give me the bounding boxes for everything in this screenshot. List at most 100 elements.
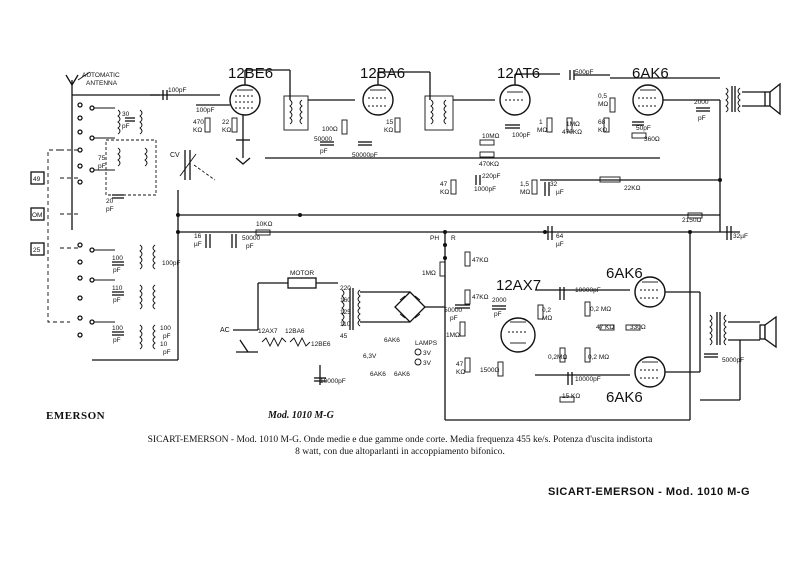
- tube-6ak6-top: 6AK6 0,5 MΩ 68 KΩ 50pF 360Ω 2000 pF: [598, 65, 720, 143]
- band-om-box: [30, 207, 45, 221]
- tube-6ak6-top-label: 6AK6: [632, 65, 669, 82]
- res-22k-b: 22KΩ: [624, 185, 641, 192]
- caption-line-2: 8 watt, con due altoparlanti in accoppia…: [295, 447, 505, 457]
- cap-50000pf-b: 50000pF: [352, 152, 378, 159]
- cap-16uf: 16: [194, 233, 202, 240]
- res-68k-unit: KΩ: [598, 127, 607, 134]
- cap-16uf-unit: µF: [194, 241, 202, 248]
- heater-63v: 6,3V: [363, 353, 377, 360]
- cap-500pf: 500pF: [575, 69, 593, 76]
- tube-12be6-label: 12BE6: [228, 65, 273, 82]
- cap-100pf-f-unit: pF: [113, 337, 121, 344]
- tap-160: 160: [340, 297, 351, 304]
- tube-6ak6-upper-pp: 6AK6: [606, 265, 700, 308]
- speaker-top-icon: [769, 82, 781, 116]
- cap-10pf: 10: [160, 341, 168, 348]
- antenna-label-line2: ANTENNA: [86, 80, 118, 87]
- heater-12ba6: 12BA6: [285, 328, 305, 335]
- rf-coil-group-lower: 100 pF 100pF 110 pF 100 pF 100 pF 10 pF: [92, 244, 180, 361]
- cap-75pf: 75: [98, 155, 106, 162]
- res-02m-a: 0,2: [542, 307, 551, 314]
- res-47k-b: 47KΩ: [472, 257, 489, 264]
- cap-2000pf-a-unit: pF: [698, 115, 706, 122]
- band-49-box: [30, 171, 45, 185]
- res-47k-a: 47: [440, 181, 448, 188]
- res-360ohm: 360Ω: [644, 136, 660, 143]
- res-330: 330Ω: [630, 324, 646, 331]
- junction-dots: [176, 178, 722, 234]
- tube-12be6: 12BE6 100pF 470 KΩ 22 KΩ: [193, 65, 291, 165]
- res-470k-c: 470KΩ: [562, 129, 582, 136]
- tap-220: 220: [340, 285, 351, 292]
- rf-coil-group-upper: 30 pF 75 pF 20 pF CV: [98, 109, 216, 213]
- cap-100pf-d: 100: [112, 255, 123, 262]
- res-15k-unit: KΩ: [384, 127, 393, 134]
- res-1m-b: 1MΩ: [566, 121, 580, 128]
- cap-100pf-f: 100: [112, 325, 123, 332]
- res-15k-b: 15 KΩ: [562, 393, 580, 400]
- cap-2000pf-b: 2000: [492, 297, 507, 304]
- cap-50000pf-d: 50000: [444, 307, 462, 314]
- res-470k-a-unit: KΩ: [193, 127, 202, 134]
- cap-50000pf-c-unit: pF: [246, 243, 254, 250]
- res-1500: 1500Ω: [480, 367, 499, 374]
- heater-6ak6-b: 6AK6: [370, 371, 386, 378]
- cap-100pf-a: 100pF: [168, 87, 186, 94]
- model-label: Mod. 1010 M-G: [268, 410, 334, 421]
- res-15k: 15: [386, 119, 394, 126]
- tube-12ax7: 12AX7 2000 pF 1500Ω 0,2 MΩ 10000pF 0,2 M…: [480, 277, 646, 403]
- antenna-section: AUTOMATIC ANTENNA 100pF: [30, 71, 186, 338]
- tube-12ax7-label: 12AX7: [496, 277, 541, 294]
- lamp-3v-a: 3V: [423, 350, 432, 357]
- cap-1000pf: 1000pF: [474, 186, 496, 193]
- cap-2000pf-b-unit: pF: [494, 311, 502, 318]
- res-47k-a-unit: KΩ: [440, 189, 449, 196]
- res-02m-a-unit: MΩ: [542, 315, 552, 322]
- res-47k-d-unit: KΩ: [456, 369, 465, 376]
- res-02m-b: 0,2 MΩ: [590, 306, 611, 313]
- cap-32uf-a-unit: µF: [556, 189, 564, 196]
- heater-6ak6-a: 6AK6: [384, 337, 400, 344]
- tap-125: 125: [340, 309, 351, 316]
- res-05m: 0,5: [598, 93, 607, 100]
- cv-label: CV: [170, 152, 180, 159]
- cap-100pf-e: 100pF: [162, 260, 180, 267]
- cap-50000pf-d-unit: pF: [450, 315, 458, 322]
- res-15m: 1,5: [520, 181, 529, 188]
- cap-20pf: 20: [106, 198, 114, 205]
- res-10k: 10KΩ: [256, 221, 273, 228]
- cap-50000pf-a-unit: pF: [320, 148, 328, 155]
- cap-100pf-b: 100pF: [196, 107, 214, 114]
- res-2150: 2150Ω: [682, 217, 701, 224]
- motor-box: [287, 277, 317, 289]
- switch-contacts: [77, 102, 115, 338]
- cap-220pf: 220pF: [482, 173, 500, 180]
- tube-6ak6-lower-pp: 6AK6: [606, 356, 700, 406]
- band-25-label: 25: [33, 247, 41, 254]
- cap-64uf: 64: [556, 233, 564, 240]
- motor-label: MOTOR: [290, 270, 314, 277]
- brand-logo: EMERSON: [46, 410, 106, 422]
- caption: SICART-EMERSON - Mod. 1010 M-G. Onde med…: [100, 434, 700, 458]
- cap-32uf-b: 32µF: [733, 233, 748, 240]
- res-47k-c: 47KΩ: [472, 294, 489, 301]
- cap-50000pf-c: 50000: [242, 235, 260, 242]
- cap-30pf: 30: [122, 111, 130, 118]
- res-47k-d: 47: [456, 361, 464, 368]
- cap-10000pf-c: 10000pF: [320, 378, 346, 385]
- heater-12ax7: 12AX7: [258, 328, 278, 335]
- speaker-bottom-icon: [764, 315, 777, 349]
- res-02m-c: 0,2MΩ: [548, 354, 567, 361]
- res-100ohm: 100Ω: [322, 126, 338, 133]
- tube-12ba6: 12BA6 100Ω 50000 pF 50000pF 15 KΩ: [314, 65, 431, 159]
- res-10m: 10MΩ: [482, 133, 500, 140]
- band-49-label: 49: [33, 176, 41, 183]
- cap-10000pf-b: 10000pF: [575, 376, 601, 383]
- res-05m-unit: MΩ: [598, 101, 608, 108]
- tube-6ak6-pp-lower-label: 6AK6: [606, 389, 643, 406]
- cap-64uf-unit: µF: [556, 241, 564, 248]
- res-1m-a-unit: MΩ: [537, 127, 547, 134]
- res-470k-b: 470KΩ: [479, 161, 499, 168]
- cap-100pf-d-unit: pF: [113, 267, 121, 274]
